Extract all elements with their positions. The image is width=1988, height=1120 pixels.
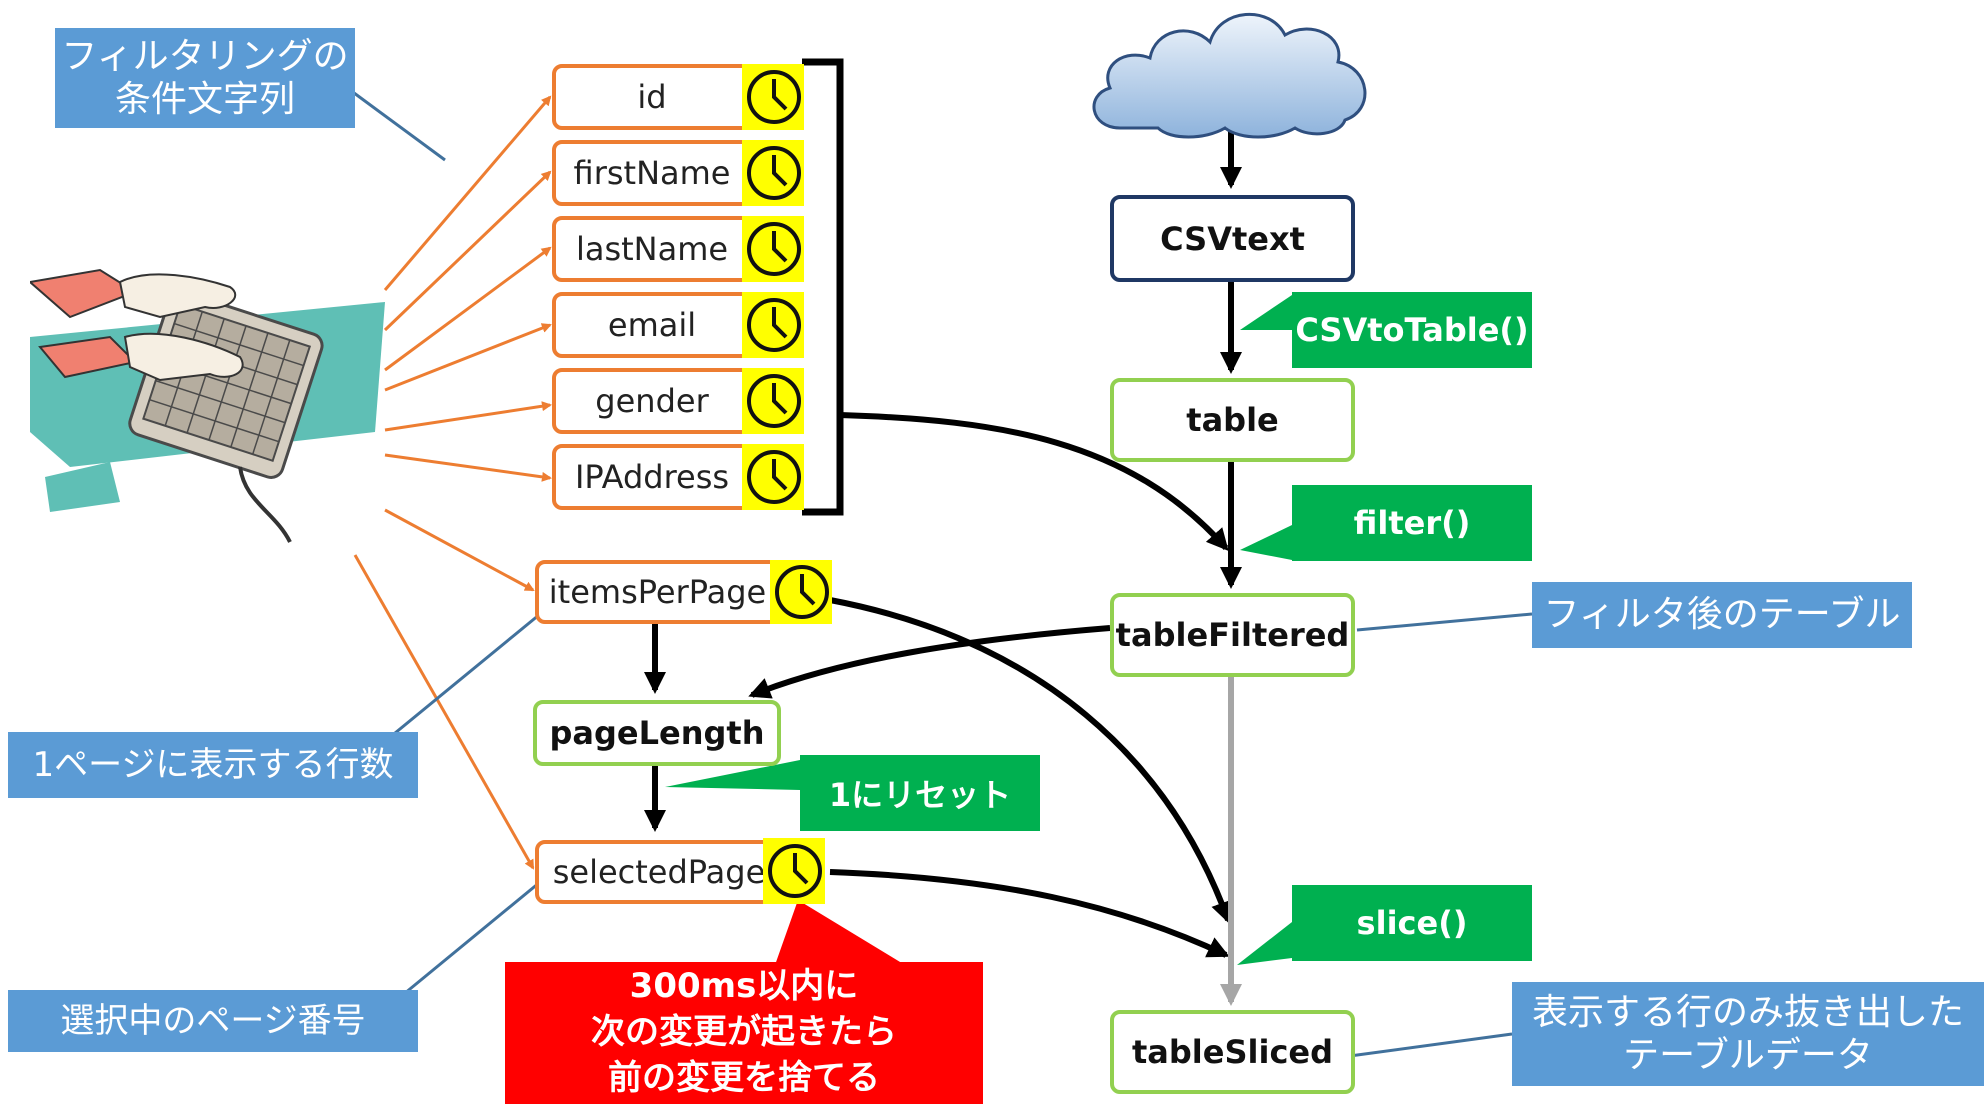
clock-icon (742, 292, 804, 358)
note-sliced-table: 表示する行のみ抜き出した テーブルデータ (1512, 982, 1984, 1086)
function-csv-to-table: CSVtoTable() (1292, 292, 1532, 368)
debounce-line-1: 300ms以内に (629, 966, 859, 1007)
items-per-page-label: itemsPerPage (548, 573, 767, 611)
filter-input-label: IPAddress (574, 458, 730, 496)
node-csvtext: CSVtext (1110, 195, 1355, 282)
debounce-line-2: 次の変更が起きたら (591, 1012, 897, 1053)
items-per-page-input[interactable]: itemsPerPage (535, 560, 780, 624)
keyboard-typing-icon (30, 268, 385, 543)
clock-icon (770, 560, 832, 624)
filter-input-label: gender (595, 382, 709, 420)
clock-icon (742, 444, 804, 510)
input-arrows (353, 95, 552, 870)
debounce-line-3: 前の変更を捨てる (608, 1057, 880, 1098)
filter-input-label: firstName (573, 154, 731, 192)
node-table-filtered: tableFiltered (1110, 593, 1355, 677)
filter-input-ipaddress[interactable]: IPAddress (552, 444, 752, 510)
clock-icon (763, 838, 825, 904)
filter-input-gender[interactable]: gender (552, 368, 752, 434)
node-page-length: pageLength (533, 700, 781, 766)
clock-icon (742, 368, 804, 434)
function-slice: slice() (1292, 885, 1532, 961)
filter-input-id[interactable]: id (552, 64, 752, 130)
cloud-icon (1092, 12, 1367, 139)
clock-icon (742, 216, 804, 282)
clock-icon (742, 64, 804, 130)
debounce-note: 300ms以内に 次の変更が起きたら 前の変更を捨てる (505, 962, 983, 1104)
note-pointers (349, 88, 1533, 1060)
note-filtered-table: フィルタ後のテーブル (1532, 582, 1912, 648)
function-reset: 1にリセット (800, 755, 1040, 831)
filter-input-email[interactable]: email (552, 292, 752, 358)
clock-icon (742, 140, 804, 206)
note-filter-conditions: フィルタリングの 条件文字列 (55, 28, 355, 128)
node-table-sliced: tableSliced (1110, 1010, 1355, 1094)
filter-input-firstname[interactable]: firstName (552, 140, 752, 206)
node-table: table (1110, 378, 1355, 462)
note-selected-page: 選択中のページ番号 (8, 990, 418, 1052)
filter-input-label: email (607, 306, 697, 344)
filter-input-label: lastName (575, 230, 729, 268)
note-rows-per-page: 1ページに表示する行数 (8, 732, 418, 798)
selected-page-label: selectedPage (552, 853, 766, 891)
fields-bracket (802, 58, 844, 516)
filter-input-lastname[interactable]: lastName (552, 216, 752, 282)
selected-page-input[interactable]: selectedPage (535, 840, 783, 904)
red-callout-pointer (775, 900, 905, 965)
filter-input-label: id (637, 78, 667, 116)
function-filter: filter() (1292, 485, 1532, 561)
